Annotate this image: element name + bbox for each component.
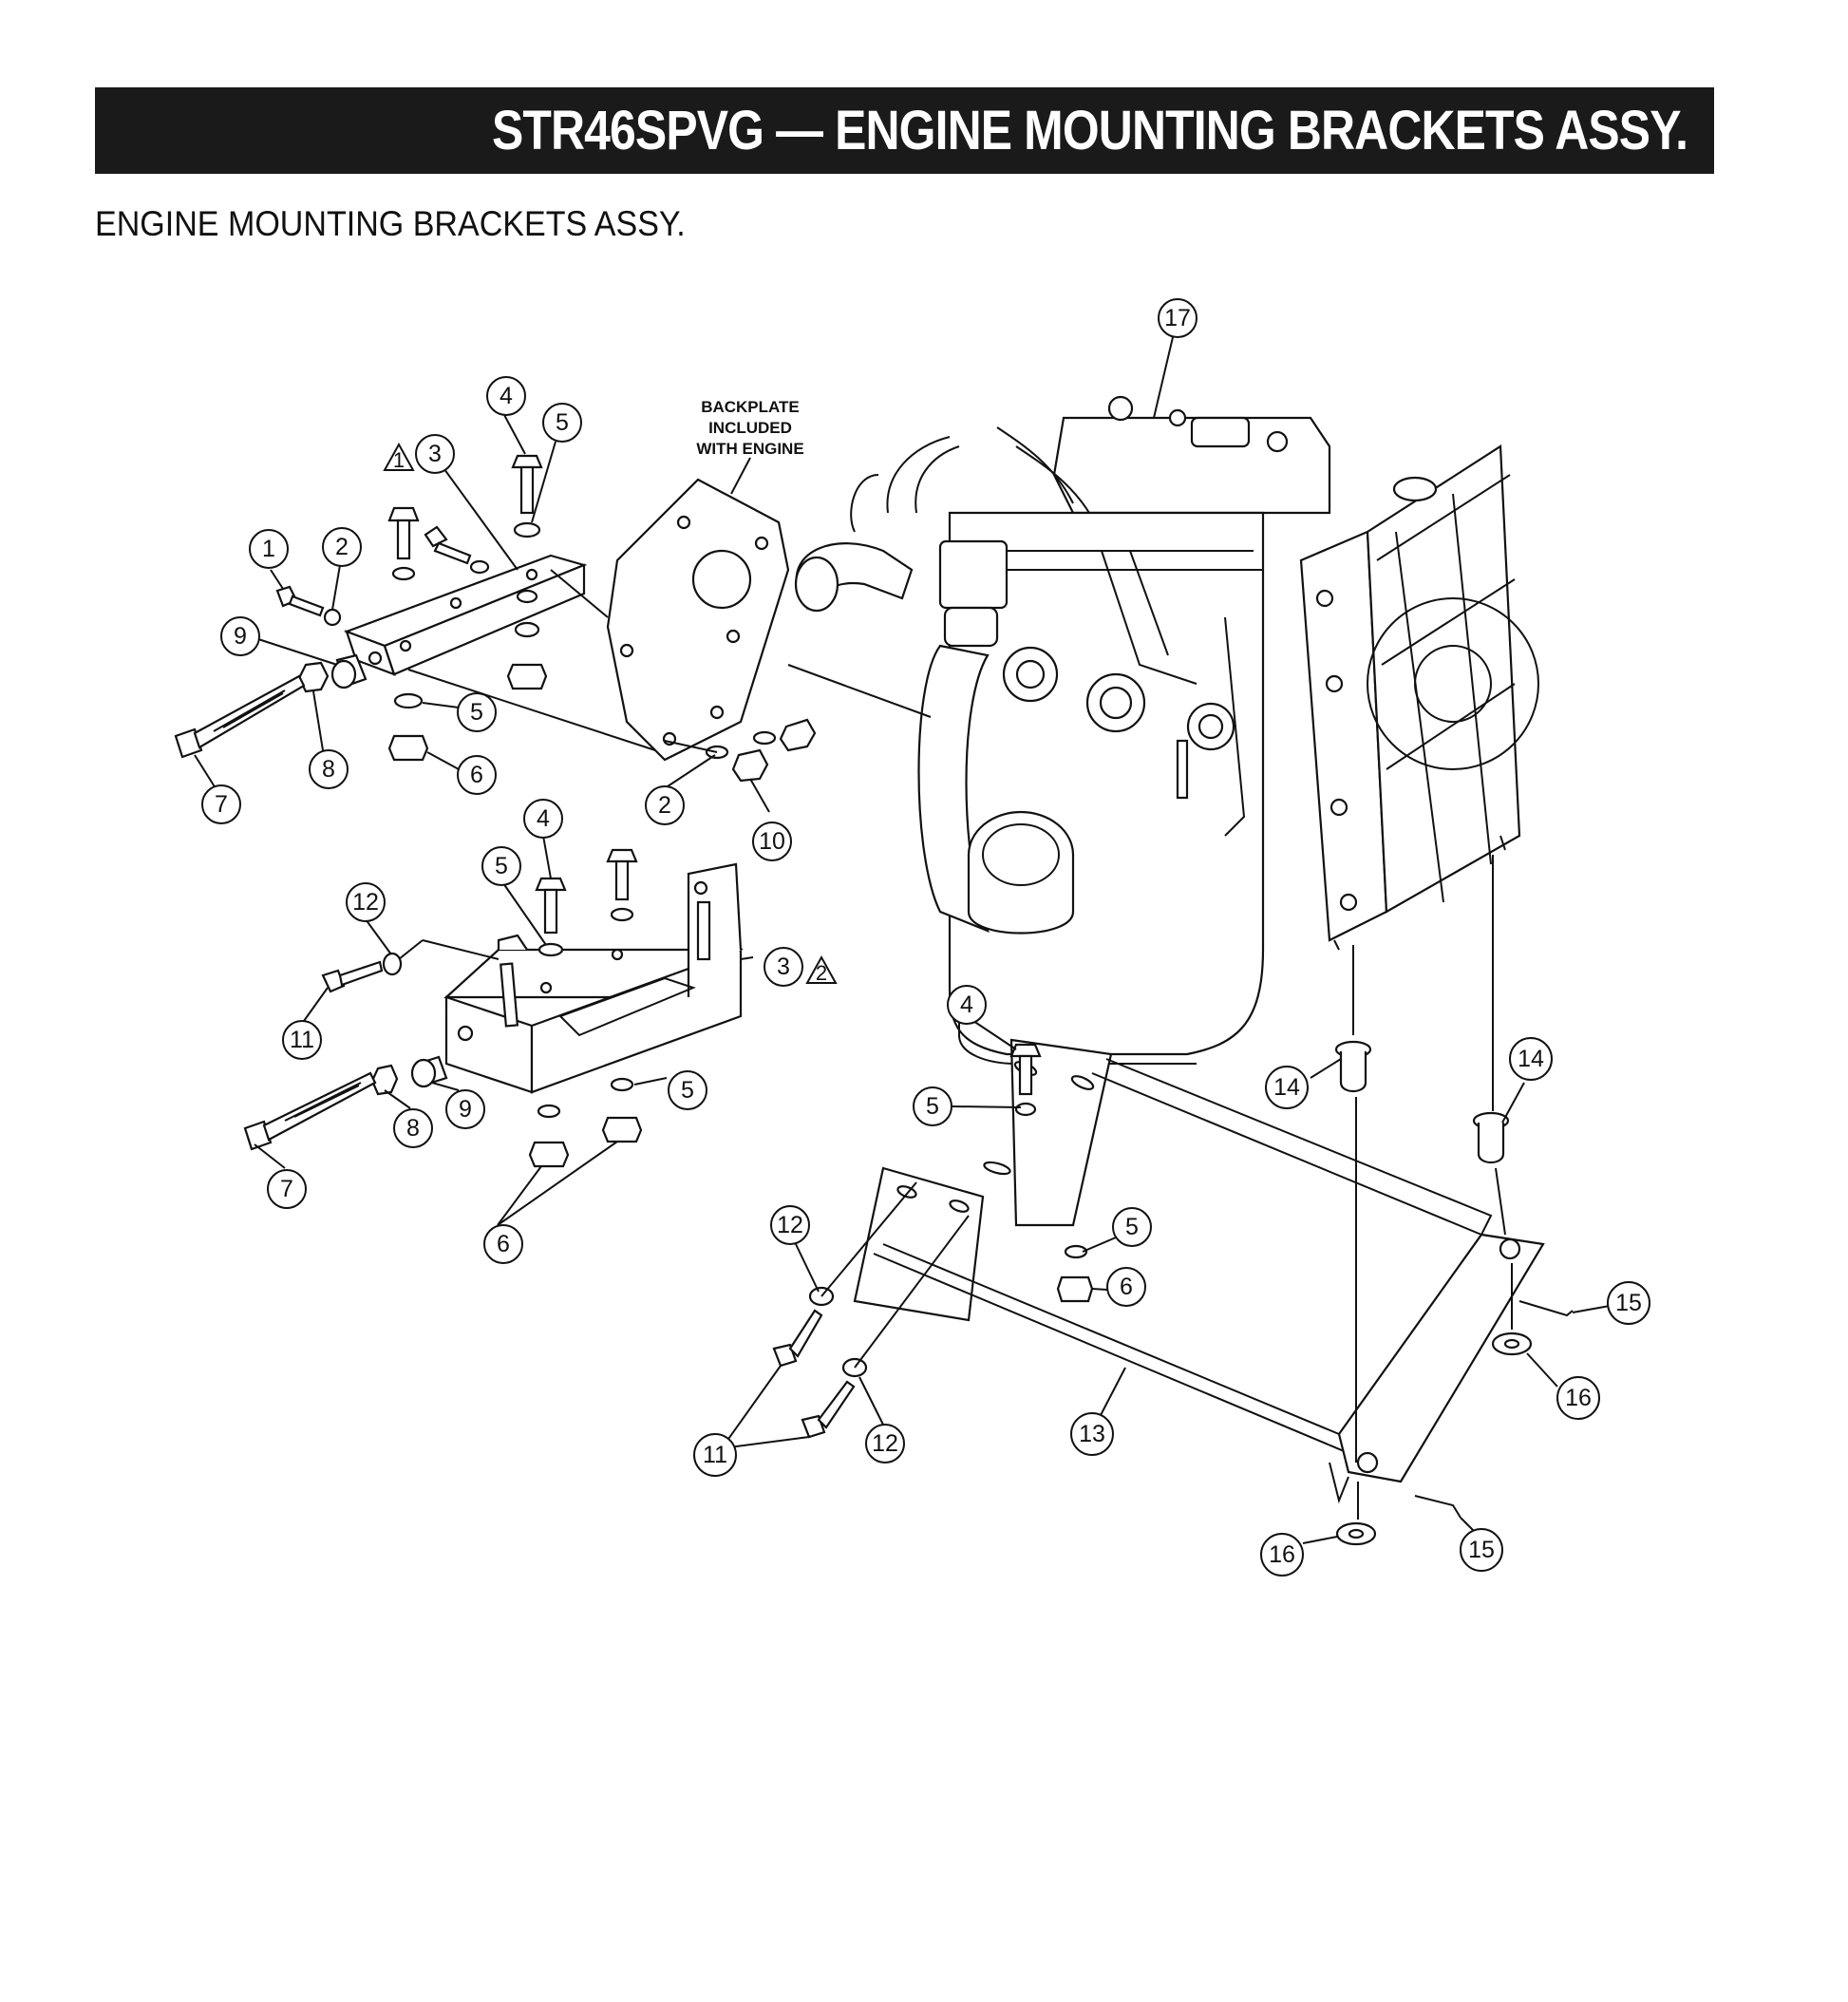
backplate-note-line1: BACKPLATE bbox=[701, 398, 800, 416]
callout-12: 12 bbox=[346, 882, 386, 922]
svg-text:17: 17 bbox=[1164, 305, 1191, 331]
svg-text:4: 4 bbox=[537, 805, 550, 832]
svg-text:12: 12 bbox=[777, 1212, 803, 1238]
lower-bracket bbox=[443, 862, 744, 1094]
callout-15: 15 bbox=[1460, 1528, 1503, 1572]
callout-11: 11 bbox=[282, 1020, 322, 1060]
svg-text:12: 12 bbox=[352, 889, 379, 916]
svg-text:7: 7 bbox=[215, 791, 228, 818]
svg-text:11: 11 bbox=[290, 1027, 314, 1053]
callout-9: 9 bbox=[445, 1089, 485, 1129]
diagram-subtitle: ENGINE MOUNTING BRACKETS ASSY. bbox=[95, 204, 686, 243]
upper-bracket-hardware bbox=[174, 454, 817, 783]
callout-1: 1 bbox=[249, 529, 289, 569]
svg-text:6: 6 bbox=[470, 762, 483, 788]
backplate-note-line3: WITH ENGINE bbox=[696, 440, 803, 458]
svg-text:8: 8 bbox=[322, 756, 335, 783]
callout-2: 2 bbox=[645, 785, 685, 825]
svg-text:15: 15 bbox=[1615, 1290, 1642, 1316]
svg-text:5: 5 bbox=[495, 853, 508, 879]
callout-11: 11 bbox=[693, 1433, 737, 1477]
callout-7: 7 bbox=[267, 1169, 307, 1209]
svg-text:4: 4 bbox=[500, 383, 513, 409]
svg-text:12: 12 bbox=[872, 1430, 898, 1457]
page-title: STR46SPVG — ENGINE MOUNTING BRACKETS ASS… bbox=[491, 100, 1688, 161]
title-bar: STR46SPVG — ENGINE MOUNTING BRACKETS ASS… bbox=[95, 87, 1714, 174]
svg-text:10: 10 bbox=[759, 828, 785, 855]
callout-6: 6 bbox=[483, 1224, 523, 1264]
upper-bracket bbox=[343, 554, 656, 751]
callout-16: 16 bbox=[1260, 1533, 1304, 1577]
svg-text:15: 15 bbox=[1468, 1537, 1495, 1563]
backplate bbox=[606, 457, 932, 762]
callout-2: 2 bbox=[322, 527, 362, 567]
callout-16: 16 bbox=[1556, 1376, 1600, 1420]
svg-text:9: 9 bbox=[234, 623, 247, 650]
svg-text:16: 16 bbox=[1269, 1541, 1295, 1568]
revision-mark-1: 1 bbox=[383, 442, 415, 472]
callout-4: 4 bbox=[486, 376, 526, 416]
callout-13: 13 bbox=[1070, 1412, 1114, 1456]
svg-text:5: 5 bbox=[556, 409, 569, 436]
svg-text:5: 5 bbox=[470, 699, 483, 726]
svg-text:1: 1 bbox=[393, 448, 405, 472]
callout-8: 8 bbox=[309, 749, 349, 789]
svg-text:6: 6 bbox=[497, 1231, 510, 1257]
lower-bracket-hardware bbox=[243, 848, 643, 1168]
svg-text:11: 11 bbox=[703, 1442, 727, 1468]
callout-5: 5 bbox=[668, 1070, 707, 1110]
base-frame bbox=[853, 1038, 1545, 1504]
callout-3: 3 bbox=[764, 947, 803, 987]
callout-4: 4 bbox=[947, 985, 987, 1025]
svg-text:7: 7 bbox=[280, 1176, 293, 1202]
callout-8: 8 bbox=[393, 1108, 433, 1148]
svg-text:14: 14 bbox=[1518, 1046, 1544, 1072]
engine-assembly bbox=[794, 395, 1539, 1065]
callout-14: 14 bbox=[1509, 1037, 1553, 1081]
svg-text:8: 8 bbox=[406, 1115, 420, 1142]
callout-4: 4 bbox=[523, 799, 563, 839]
callout-5: 5 bbox=[542, 403, 582, 443]
callout-17: 17 bbox=[1158, 298, 1197, 338]
callout-12: 12 bbox=[770, 1205, 810, 1245]
callout-15: 15 bbox=[1607, 1281, 1650, 1325]
svg-text:1: 1 bbox=[262, 536, 275, 562]
svg-text:13: 13 bbox=[1079, 1421, 1105, 1447]
callout-9: 9 bbox=[220, 616, 260, 656]
svg-text:5: 5 bbox=[926, 1093, 939, 1120]
callout-5: 5 bbox=[913, 1086, 952, 1126]
callout-7: 7 bbox=[201, 784, 241, 824]
callout-12: 12 bbox=[865, 1424, 905, 1464]
svg-text:16: 16 bbox=[1565, 1385, 1592, 1411]
callout-5: 5 bbox=[457, 692, 497, 732]
callout-6: 6 bbox=[1106, 1267, 1146, 1307]
backplate-note-line2: INCLUDED bbox=[708, 419, 792, 437]
svg-text:5: 5 bbox=[1125, 1214, 1139, 1240]
svg-text:9: 9 bbox=[459, 1096, 472, 1123]
svg-text:2: 2 bbox=[658, 792, 671, 819]
callout-14: 14 bbox=[1265, 1066, 1309, 1109]
svg-text:6: 6 bbox=[1120, 1274, 1133, 1300]
svg-text:5: 5 bbox=[681, 1077, 694, 1104]
svg-text:3: 3 bbox=[777, 954, 790, 980]
callout-10: 10 bbox=[752, 822, 792, 861]
svg-text:4: 4 bbox=[960, 992, 973, 1018]
svg-text:2: 2 bbox=[335, 534, 349, 560]
svg-text:2: 2 bbox=[816, 961, 827, 985]
svg-text:14: 14 bbox=[1273, 1074, 1300, 1101]
svg-text:3: 3 bbox=[428, 441, 442, 467]
callout-6: 6 bbox=[457, 755, 497, 795]
callout-3: 3 bbox=[415, 434, 455, 474]
revision-mark-2: 2 bbox=[805, 954, 838, 985]
base-frame-hardware bbox=[772, 855, 1574, 1546]
callout-5: 5 bbox=[1112, 1207, 1152, 1247]
callout-5: 5 bbox=[481, 846, 521, 886]
